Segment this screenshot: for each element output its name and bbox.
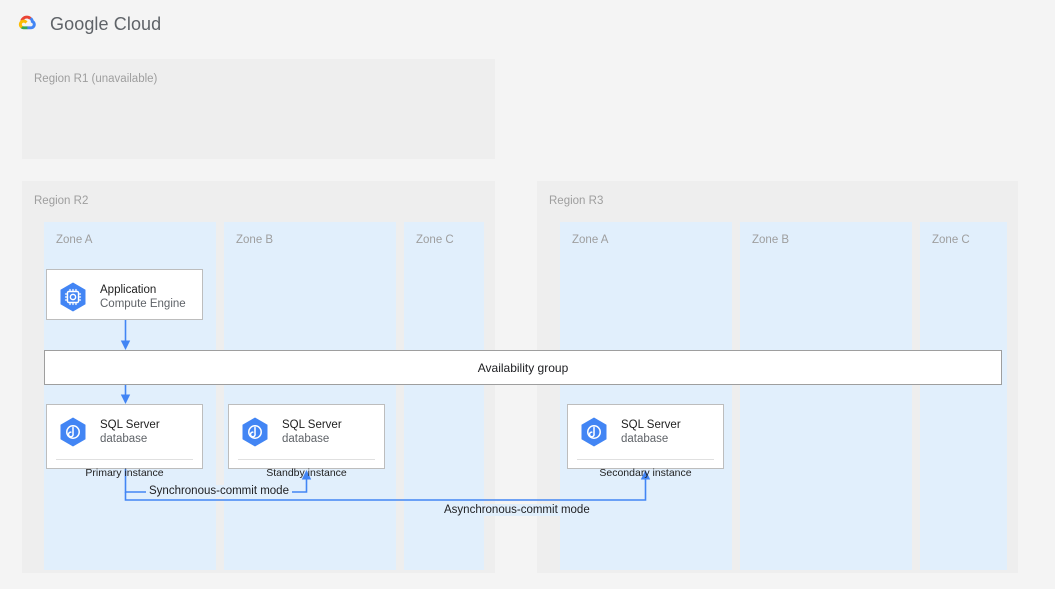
region-r2-label: Region R2 (34, 195, 89, 207)
zone-r2-b: Zone B (224, 222, 396, 570)
application-card-body: Application Compute Engine (47, 270, 202, 324)
primary-title: SQL Server (100, 419, 160, 431)
cloud-sql-icon (56, 415, 90, 449)
primary-card-labels: SQL Server database (100, 418, 160, 446)
compute-engine-icon (56, 280, 90, 314)
secondary-card-body: SQL Server database (568, 405, 723, 459)
secondary-title: SQL Server (621, 419, 681, 431)
node-sql-server-primary[interactable]: SQL Server database Primary instance (46, 404, 203, 479)
application-card-labels: Application Compute Engine (100, 283, 186, 311)
zone-r2-c: Zone C (404, 222, 484, 570)
standby-card-labels: SQL Server database (282, 418, 342, 446)
node-sql-server-standby[interactable]: SQL Server database Standby instance (228, 404, 385, 479)
application-title: Application (100, 284, 157, 296)
edge-label-asynchronous-commit: Asynchronous-commit mode (441, 504, 593, 516)
region-r1-label: Region R1 (unavailable) (34, 73, 158, 85)
node-application[interactable]: Application Compute Engine (46, 269, 203, 320)
primary-divider (56, 459, 193, 460)
zone-r3-c-label: Zone C (932, 234, 970, 246)
zone-r3-b-label: Zone B (752, 234, 790, 246)
cloud-sql-icon (238, 415, 272, 449)
region-r1: Region R1 (unavailable) (22, 59, 495, 159)
application-subtitle: Compute Engine (100, 298, 186, 310)
region-r3-label: Region R3 (549, 195, 604, 207)
secondary-subtitle: database (621, 433, 669, 445)
zone-r2-c-label: Zone C (416, 234, 454, 246)
secondary-divider (577, 459, 714, 460)
zone-r3-c: Zone C (920, 222, 1007, 570)
secondary-instance-role: Secondary instance (599, 467, 692, 479)
standby-instance-role: Standby instance (266, 467, 347, 479)
node-sql-server-secondary[interactable]: SQL Server database Secondary instance (567, 404, 724, 479)
zone-r3-a: Zone A (560, 222, 732, 570)
primary-card-body: SQL Server database (47, 405, 202, 459)
zone-r3-a-label: Zone A (572, 234, 609, 246)
zone-r3-b: Zone B (740, 222, 912, 570)
standby-divider (238, 459, 375, 460)
app-header: Google Cloud (0, 0, 1055, 48)
zone-r2-b-label: Zone B (236, 234, 274, 246)
cloud-sql-icon (577, 415, 611, 449)
primary-instance-role: Primary instance (85, 467, 164, 479)
google-cloud-logo-icon (14, 11, 40, 37)
edge-label-synchronous-commit: Synchronous-commit mode (146, 485, 292, 497)
primary-subtitle: database (100, 433, 148, 445)
secondary-card-labels: SQL Server database (621, 418, 681, 446)
zone-r2-a-label: Zone A (56, 234, 93, 246)
brand-title: Google Cloud (50, 13, 162, 34)
standby-card-body: SQL Server database (229, 405, 384, 459)
availability-group-bar[interactable]: Availability group (44, 350, 1002, 385)
architecture-diagram: Region R1 (unavailable) Region R2 Region… (0, 48, 1055, 589)
availability-group-label: Availability group (477, 360, 569, 375)
standby-subtitle: database (282, 433, 330, 445)
standby-title: SQL Server (282, 419, 342, 431)
